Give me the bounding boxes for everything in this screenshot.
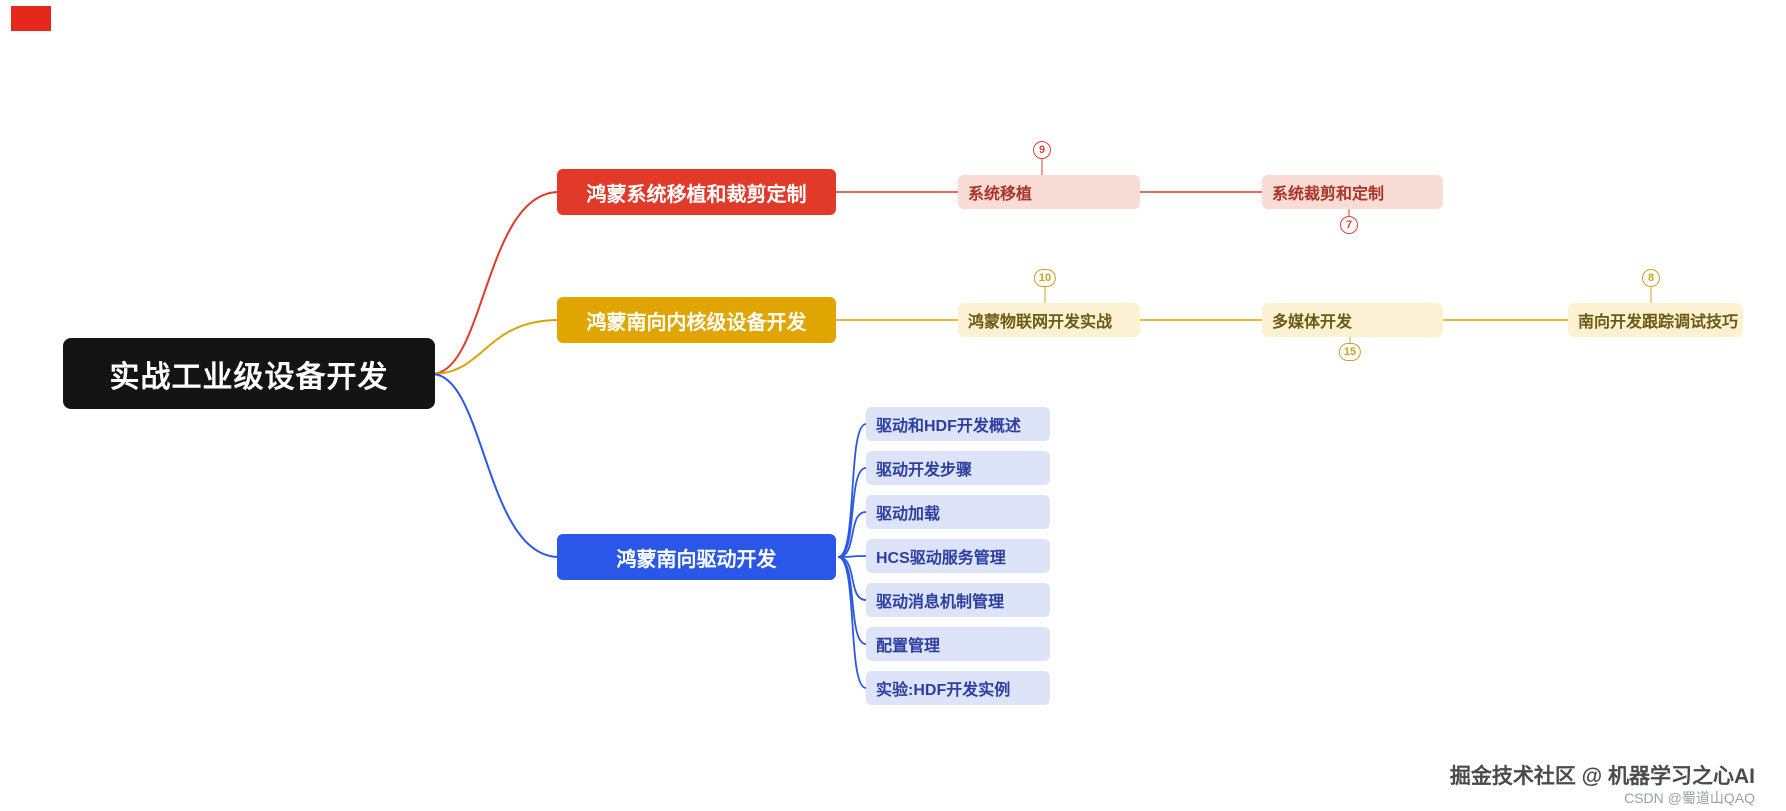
leaf-driver-loading[interactable]: 驱动加载 [866,495,1050,529]
edge-root-to-branch-porting [431,191,560,375]
watermark-juejin: 掘金技术社区 @ 机器学习之心AI [1449,765,1755,788]
leaf-config-mgmt[interactable]: 配置管理 [866,627,1050,661]
corner-marker [11,6,51,31]
branch-node-driver-dev[interactable]: 鸿蒙南向驱动开发 [557,534,836,580]
leaf-multimedia-dev[interactable]: 多媒体开发 [1262,303,1443,337]
leaf-system-porting[interactable]: 系统移植 [958,175,1140,209]
leaf-iot-dev-practice[interactable]: 鸿蒙物联网开发实战 [958,303,1140,337]
edge-blue-fan-1 [837,423,867,558]
count-badge-system-porting[interactable]: 9 [1033,141,1051,159]
leaf-driver-steps[interactable]: 驱动开发步骤 [866,451,1050,485]
edge-blue-fan-3 [837,511,867,558]
edge-root-to-branch-kernel [431,319,560,375]
leaf-driver-message[interactable]: 驱动消息机制管理 [866,583,1050,617]
count-badge-debug-tracing[interactable]: 8 [1642,269,1660,287]
edge-blue-fan-6 [837,556,867,645]
edge-blue-fan-2 [837,467,867,558]
leaf-debug-tracing[interactable]: 南向开发跟踪调试技巧 [1568,303,1743,337]
branch-node-porting-customization[interactable]: 鸿蒙系统移植和裁剪定制 [557,169,836,215]
edge-root-to-branch-driver [431,373,560,558]
branch-node-kernel-device-dev[interactable]: 鸿蒙南向内核级设备开发 [557,297,836,343]
count-badge-iot-dev[interactable]: 10 [1033,269,1057,287]
leaf-hcs-service-mgmt[interactable]: HCS驱动服务管理 [866,539,1050,573]
count-badge-multimedia[interactable]: 15 [1338,343,1362,361]
leaf-system-tailoring[interactable]: 系统裁剪和定制 [1262,175,1443,209]
watermark-csdn: CSDN @蜀道山QAQ [1624,790,1755,806]
edge-blue-fan-5 [837,556,867,601]
root-node[interactable]: 实战工业级设备开发 [63,338,435,409]
leaf-hdf-lab[interactable]: 实验:HDF开发实例 [866,671,1050,705]
count-badge-system-tailoring[interactable]: 7 [1340,216,1358,234]
edge-blue-fan-7 [837,556,867,689]
edge-blue-fan-4 [837,555,867,558]
leaf-hdf-overview[interactable]: 驱动和HDF开发概述 [866,407,1050,441]
